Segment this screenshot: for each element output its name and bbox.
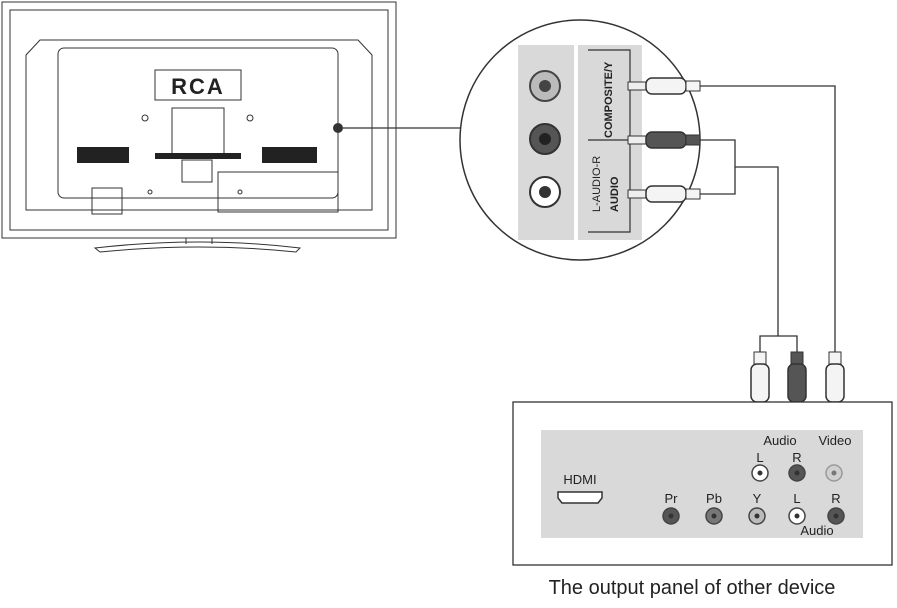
video-label: Video (818, 433, 851, 448)
tv-screw (147, 189, 153, 195)
tv-av-port (333, 123, 343, 133)
tv-center-block (181, 159, 213, 183)
plug-body (787, 363, 807, 403)
pb-label: Pb (706, 491, 722, 506)
composite-label: COMPOSITE/Y (603, 61, 615, 138)
tv-plug-video (627, 77, 701, 95)
plug-tail (753, 351, 767, 365)
pr-jack-center (668, 513, 674, 519)
cables (700, 85, 836, 352)
y-label: Y (753, 491, 762, 506)
tv-screw (246, 114, 254, 122)
tv-vent-right (262, 147, 317, 163)
tv-plug-audio-l (627, 185, 701, 203)
audio-cable-white (735, 166, 779, 352)
plug-tail (828, 351, 842, 365)
tv-housing (25, 39, 373, 211)
audio-l-label: L (756, 450, 763, 465)
tv-stand (93, 241, 302, 253)
device-output-panel: Audio Video L R HDMI Pr Pb Y L R Audio (512, 401, 893, 566)
audio-r2-label: R (831, 491, 840, 506)
audio-r-jack-center (794, 470, 800, 476)
pr-label: Pr (665, 491, 679, 506)
audio-lr-label: L-AUDIO-R (591, 156, 603, 212)
tv-lower-panel (217, 171, 339, 213)
tv-outer-frame (1, 1, 397, 239)
pb-jack-center (711, 513, 717, 519)
plug-tail (685, 134, 701, 146)
video-jack-center (831, 470, 837, 476)
plug-tail (685, 80, 701, 92)
audio-cable-red (778, 335, 798, 352)
tv-screws (141, 114, 254, 195)
tv-logo-box (154, 69, 242, 101)
audio-group-label: Audio (763, 433, 796, 448)
hdmi-label: HDMI (563, 472, 596, 487)
audio-r-label: R (792, 450, 801, 465)
audio-r2-jack-center (833, 513, 839, 519)
plug-body (825, 363, 845, 403)
tv-connector-block (91, 187, 123, 215)
zoom-jack-top-center (539, 80, 551, 92)
audio-l2-jack-center (794, 513, 800, 519)
plug-body (645, 185, 687, 203)
tv-screw (141, 114, 149, 122)
plug-tip (627, 135, 647, 145)
y-jack-center (754, 513, 760, 519)
hdmi-port (557, 491, 603, 504)
plug-tail (790, 351, 804, 365)
audio-l2-label: L (793, 491, 800, 506)
caption: The output panel of other device (549, 577, 836, 599)
tv-logo: RCA (171, 74, 225, 99)
plug-tip (627, 189, 647, 199)
audio-l-jack-center (757, 470, 763, 476)
zoom-jack-bottom-center (539, 186, 551, 198)
audio-label: AUDIO (609, 176, 621, 212)
plug-body (750, 363, 770, 403)
tv-mount-plate (171, 107, 225, 157)
plug-tip (627, 81, 647, 91)
device-panel-inner (541, 430, 863, 538)
tv-vents (77, 147, 317, 163)
tv-inner-frame (9, 9, 389, 231)
plug-tail (685, 188, 701, 200)
tv-plug-audio-r (627, 131, 701, 149)
video-cable (700, 85, 836, 352)
tv-vent-left (77, 147, 129, 163)
tv-zoom-view: COMPOSITE/Y L-AUDIO-R AUDIO (459, 19, 701, 261)
plug-body (645, 131, 687, 149)
audio-bottom-label: Audio (800, 523, 833, 538)
tv-vent-center (155, 153, 241, 159)
plug-body (645, 77, 687, 95)
zoom-jack-mid-center (539, 133, 551, 145)
audio-cable-joint (700, 139, 736, 195)
tv-back (1, 1, 397, 253)
tv-screw (237, 189, 243, 195)
